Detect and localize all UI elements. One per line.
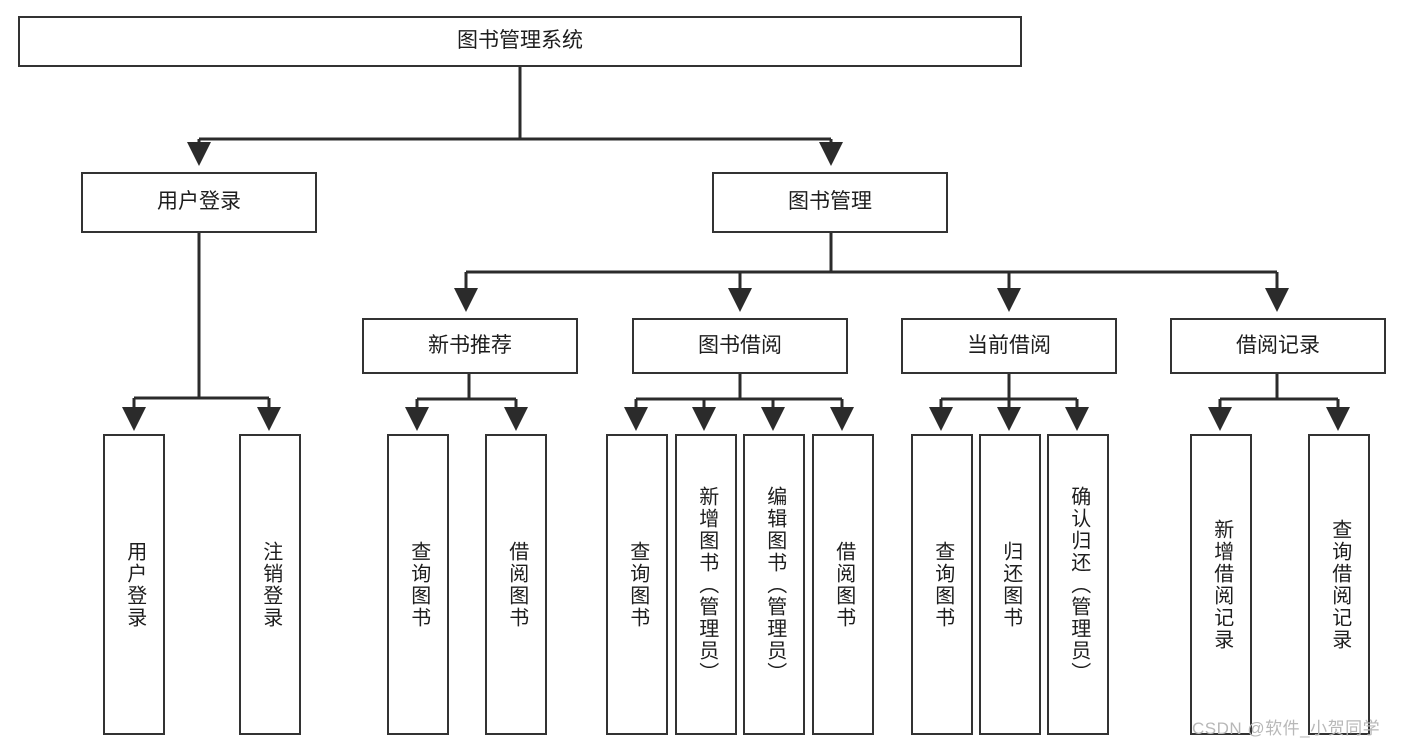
- watermark-text: CSDN @软件_小贺同学: [1192, 719, 1381, 738]
- node-label: 查询借阅记录: [1328, 518, 1351, 651]
- node-leaf-edit-book-admin[interactable]: 编辑图书（管理员）: [743, 434, 805, 735]
- node-label: 图书借阅: [698, 333, 782, 357]
- node-label: 编辑图书（管理员）: [763, 485, 786, 684]
- node-label: 图书管理系统: [457, 29, 583, 53]
- node-label: 注销登录: [259, 540, 282, 629]
- node-label: 新增图书（管理员）: [695, 485, 718, 684]
- node-leaf-confirm-return-admin[interactable]: 确认归还（管理员）: [1047, 434, 1109, 735]
- node-label: 借阅图书: [505, 540, 528, 629]
- node-leaf-add-book-admin[interactable]: 新增图书（管理员）: [675, 434, 737, 735]
- node-leaf-query-borrow-record[interactable]: 查询借阅记录: [1308, 434, 1370, 735]
- node-label: 借阅记录: [1236, 333, 1320, 357]
- node-root-book-management-system[interactable]: 图书管理系统: [18, 16, 1022, 67]
- node-leaf-query-books-borrow[interactable]: 查询图书: [606, 434, 668, 735]
- node-book-management[interactable]: 图书管理: [712, 172, 948, 233]
- node-book-borrow[interactable]: 图书借阅: [632, 318, 848, 374]
- node-label: 用户登录: [157, 190, 241, 214]
- node-new-book-recommendation[interactable]: 新书推荐: [362, 318, 578, 374]
- node-label: 当前借阅: [967, 333, 1051, 357]
- node-leaf-logout[interactable]: 注销登录: [239, 434, 301, 735]
- node-label: 确认归还（管理员）: [1067, 485, 1090, 684]
- node-leaf-return-books[interactable]: 归还图书: [979, 434, 1041, 735]
- node-label: 图书管理: [788, 190, 872, 214]
- node-label: 借阅图书: [832, 540, 855, 629]
- node-label: 新增借阅记录: [1210, 518, 1233, 651]
- node-leaf-query-books-rec[interactable]: 查询图书: [387, 434, 449, 735]
- node-label: 查询图书: [407, 540, 430, 629]
- node-label: 新书推荐: [428, 333, 512, 357]
- node-leaf-query-books-current[interactable]: 查询图书: [911, 434, 973, 735]
- node-borrow-record[interactable]: 借阅记录: [1170, 318, 1386, 374]
- node-label: 用户登录: [123, 540, 146, 629]
- node-label: 查询图书: [931, 540, 954, 629]
- node-leaf-user-login[interactable]: 用户登录: [103, 434, 165, 735]
- node-current-borrow[interactable]: 当前借阅: [901, 318, 1117, 374]
- node-leaf-borrow-books[interactable]: 借阅图书: [812, 434, 874, 735]
- node-leaf-borrow-books-rec[interactable]: 借阅图书: [485, 434, 547, 735]
- node-leaf-add-borrow-record[interactable]: 新增借阅记录: [1190, 434, 1252, 735]
- node-user-login[interactable]: 用户登录: [81, 172, 317, 233]
- node-label: 归还图书: [999, 540, 1022, 629]
- node-label: 查询图书: [626, 540, 649, 629]
